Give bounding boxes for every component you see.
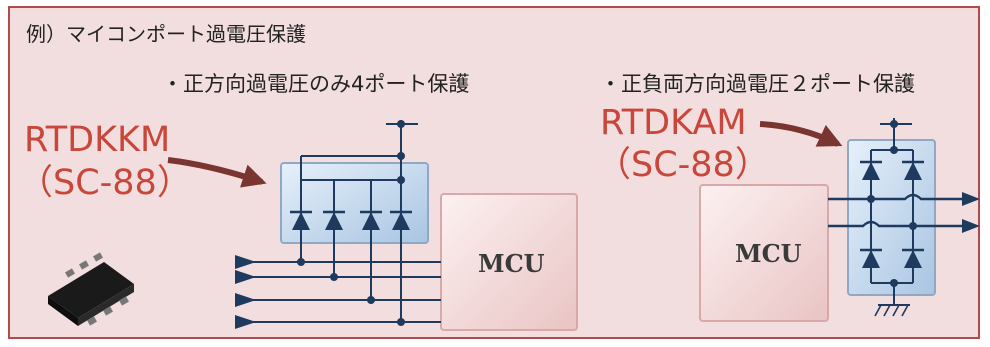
sc88-package-icon: [48, 252, 134, 326]
left-protector-box: [280, 162, 429, 244]
left-note: ・正方向過電圧のみ4ポート保護: [162, 72, 470, 96]
left-diode-4: [390, 180, 412, 322]
left-diode-3: [360, 180, 382, 300]
left-diode-1: [290, 180, 312, 262]
left-part-arrow: [167, 157, 267, 188]
right-circuit: MCU: [699, 118, 980, 322]
left-part-name: RTDKKM: [24, 120, 171, 160]
left-signal-lines: [235, 255, 441, 329]
right-diode-upper-left: [860, 160, 882, 180]
left-mcu-label: MCU: [478, 249, 545, 278]
ground-icon: [874, 304, 910, 317]
right-note: ・正負両方向過電圧２ポート保護: [600, 72, 915, 96]
right-part-package: （SC-88）: [596, 145, 770, 185]
right-signal-lines: [828, 192, 980, 233]
example-title: 例）マイコンポート過電圧保護: [26, 22, 306, 46]
right-part-arrow: [759, 121, 843, 147]
left-diode-2: [323, 180, 345, 277]
right-part-name: RTDKAM: [600, 103, 747, 143]
right-diode-upper-right: [902, 160, 924, 180]
right-diode-lower-left: [860, 248, 882, 268]
left-circuit: MCU: [48, 120, 578, 331]
right-diode-lower-right: [902, 248, 924, 268]
left-part-package: （SC-88）: [18, 163, 192, 203]
right-mcu-box: [699, 184, 829, 322]
right-mcu-label: MCU: [735, 239, 802, 268]
